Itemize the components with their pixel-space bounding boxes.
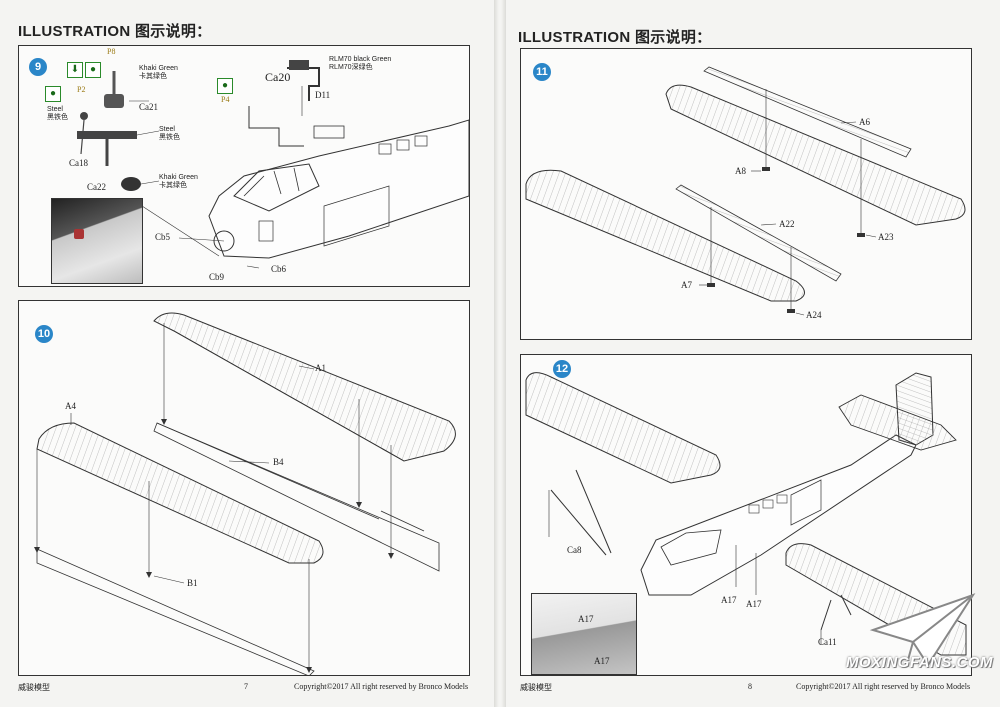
note-steel-2: Steel 黑铁色	[159, 126, 180, 141]
label-ca18: Ca18	[69, 158, 88, 168]
label-a8: A8	[735, 166, 746, 176]
paint-icon: ●	[217, 78, 233, 94]
label-d11: D11	[315, 90, 331, 100]
label-a6: A6	[859, 117, 870, 127]
label-a1: A1	[315, 363, 326, 373]
left-page: ILLUSTRATION 图示说明：	[0, 0, 494, 707]
step-9-badge: 9	[29, 58, 47, 76]
label-ca22: Ca22	[87, 182, 106, 192]
paint-icon: ●	[45, 86, 61, 102]
page-title: ILLUSTRATION 图示说明：	[518, 29, 712, 46]
label-p4: P4	[221, 95, 230, 104]
label-a22: A22	[779, 219, 795, 229]
inset-label-a17-2: A17	[594, 656, 610, 666]
step-9-photo-inset	[51, 198, 143, 284]
label-a17-1: A17	[721, 595, 737, 605]
label-p2: P2	[77, 85, 86, 94]
watermark: MOXINGFANS.COM	[846, 654, 994, 671]
label-p8: P8	[107, 47, 116, 56]
step-11-badge: 11	[533, 63, 551, 81]
label-ca8: Ca8	[567, 545, 582, 555]
step-10-drawing	[34, 312, 456, 675]
step-12-photo-inset: A17 A17	[531, 593, 637, 675]
note-rlm70: RLM70 black Green RLM70深绿色	[329, 56, 392, 71]
note-khaki-green-2: Khaki Green 卡其绿色	[159, 174, 198, 189]
label-cb5: Cb5	[155, 232, 171, 242]
step-12-drawing	[525, 372, 967, 656]
page-number: 7	[244, 682, 248, 691]
step-10-panel: 10 A1 A4 B4 B1	[18, 300, 470, 676]
label-a24: A24	[806, 310, 822, 320]
step-12-badge: 12	[553, 360, 571, 378]
step-9-drawing	[77, 60, 469, 269]
step-9-panel: 9 ⬇ ● ● ● P8 P2 P4 Khaki Green 卡其绿色 Stee…	[18, 45, 470, 287]
step-12-panel: 12 Ca8 A17 A17 Ca11 A17 A17	[520, 354, 972, 676]
label-cb9: Cb9	[209, 272, 225, 282]
note-khaki-green-1: Khaki Green 卡其绿色	[139, 65, 178, 80]
step-11-drawing	[525, 66, 966, 316]
copyright: Copyright©2017 All right reserved by Bro…	[294, 682, 469, 691]
label-ca21: Ca21	[139, 102, 158, 112]
glue-icon: ⬇	[67, 62, 83, 78]
footer-brand: 威骏模型	[520, 683, 552, 692]
step-11-panel: 11 A6 A8 A22 A23 A7 A24	[520, 48, 972, 340]
label-ca11: Ca11	[818, 637, 837, 647]
label-a7: A7	[681, 280, 692, 290]
label-b1: B1	[187, 578, 198, 588]
book-gutter	[494, 0, 506, 707]
step-10-badge: 10	[35, 325, 53, 343]
paper-plane-logo-icon	[869, 593, 976, 667]
label-a17-2: A17	[746, 599, 762, 609]
right-page: ILLUSTRATION 图示说明：	[506, 0, 1000, 707]
label-a23: A23	[878, 232, 894, 242]
page-title: ILLUSTRATION 图示说明：	[18, 23, 212, 40]
copyright: Copyright©2017 All right reserved by Bro…	[796, 682, 971, 691]
label-a4: A4	[65, 401, 76, 411]
paint-icon: ●	[85, 62, 101, 78]
footer-brand: 威骏模型	[18, 683, 50, 692]
note-steel-1: Steel 黑铁色	[47, 106, 68, 121]
page-number: 8	[748, 682, 752, 691]
inset-label-a17-1: A17	[578, 614, 594, 624]
label-ca20: Ca20	[265, 70, 291, 84]
label-cb6: Cb6	[271, 264, 287, 274]
label-b4: B4	[273, 457, 284, 467]
